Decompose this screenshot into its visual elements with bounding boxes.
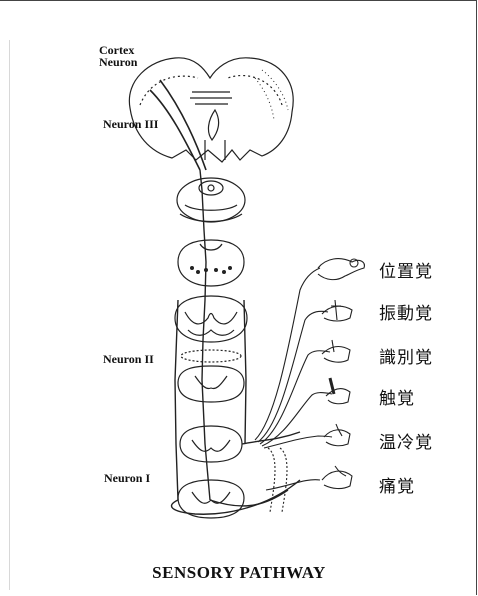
label-cortex-neuron: Neuron	[99, 56, 137, 68]
label-neuron-iii: Neuron III	[103, 118, 158, 130]
label-neuron-ii: Neuron II	[103, 353, 154, 365]
label-touch-sense: 触覚	[379, 384, 415, 409]
label-discrimination-sense: 識別覚	[379, 343, 433, 368]
hand-receptors	[318, 259, 364, 489]
label-vibration-sense: 振動覚	[379, 299, 433, 324]
thoracic-cord-section	[178, 350, 244, 402]
lumbar-cord-section	[180, 426, 242, 462]
cervical-cord-section	[175, 296, 247, 342]
midbrain-section	[177, 178, 245, 222]
medulla-section	[178, 240, 244, 286]
brain-section	[129, 58, 293, 170]
label-pain-sense: 痛覚	[379, 472, 415, 497]
peripheral-fibers	[255, 268, 332, 512]
label-neuron-i: Neuron I	[104, 472, 150, 484]
pathway-lines	[172, 170, 300, 514]
figure-caption: SENSORY PATHWAY	[0, 563, 478, 583]
label-temperature-sense: 温冷覚	[379, 428, 433, 453]
sacral-cord-section	[178, 480, 244, 518]
label-position-sense: 位置覚	[379, 257, 433, 282]
